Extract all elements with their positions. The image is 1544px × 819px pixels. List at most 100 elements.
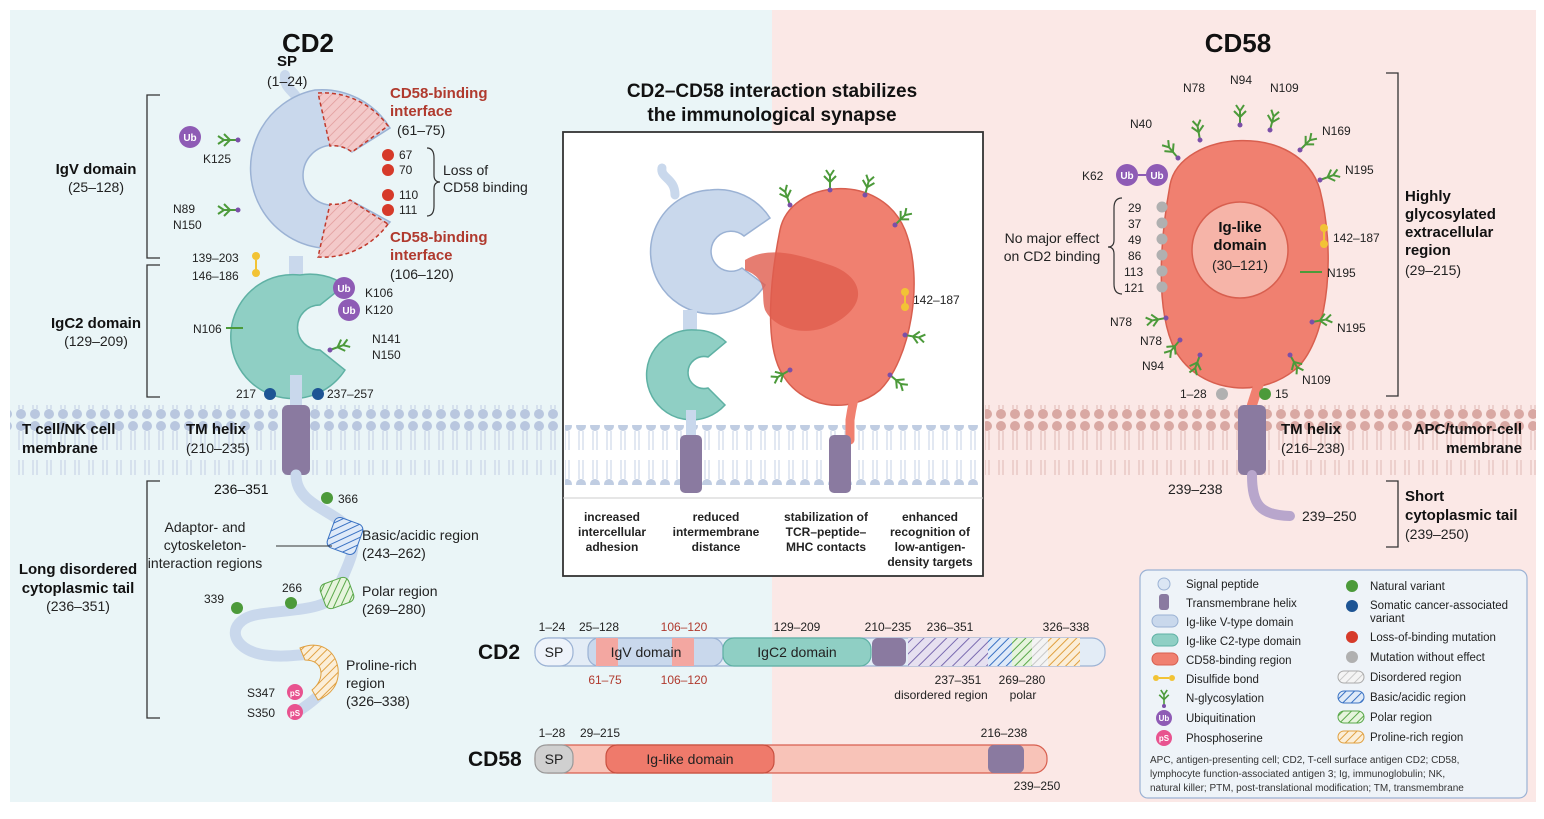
cd2-bar-basic (988, 638, 1012, 666)
proline-region-range: (326–338) (346, 693, 410, 709)
no-effect-29: 29 (1128, 201, 1142, 215)
cd58-glyco-n195-right: N195 (1327, 266, 1356, 280)
legend-binding-region: CD58-binding region (1186, 655, 1291, 667)
legend-somatic-l2: variant (1370, 613, 1405, 625)
cd58-region-l3: extracellular (1405, 224, 1494, 241)
legend-phosphoserine: Phosphoserine (1186, 733, 1263, 745)
phosphoserine-icon (287, 704, 303, 720)
ub-glyph: Ub (1120, 171, 1133, 182)
legend-panel (1139, 569, 1528, 799)
cd2-bar-disordered-label: disordered region (894, 688, 987, 702)
short-tail-l1: Short (1405, 488, 1444, 505)
effect-4-l1: enhanced (902, 510, 958, 524)
effect-2-l2: intermembrane (673, 525, 760, 539)
cd2-bar-polar-label: polar (1010, 688, 1037, 702)
cd2-variant-339: 339 (204, 592, 224, 606)
cd2-ub-k120: K120 (365, 303, 393, 317)
cd2-sp-label: SP (277, 53, 297, 70)
cd58-glyco-n169: N169 (1322, 124, 1351, 138)
cd58-ig-label-l2: domain (1213, 237, 1266, 254)
loss-mutation-dot (382, 204, 394, 216)
cd58-tail-start: 239–238 (1168, 481, 1223, 497)
legend-no-effect: Mutation without effect (1370, 652, 1486, 664)
cd2-glyco-n150: N150 (173, 218, 202, 232)
cd2-interface2-l2: interface (390, 247, 453, 264)
cd2-bar-proline (1048, 638, 1080, 666)
igv-bracket (146, 94, 160, 259)
cd2-binding-interface-1-shape (317, 92, 390, 153)
cd2-sp-range: (1–24) (267, 73, 307, 89)
center-cd58-ig-domain (745, 252, 859, 331)
legend-glycosylation: N-glycosylation (1186, 693, 1264, 705)
legend-loss-mutation: Loss-of-binding mutation (1370, 632, 1496, 644)
ub-glyph: Ub (342, 306, 355, 317)
disulfide-icon (1153, 675, 1175, 681)
binding-region-swatch (1151, 652, 1179, 666)
ub-icon (179, 126, 201, 148)
legend-igc2: Ig-like C2-type domain (1186, 636, 1301, 648)
cd2-stalk (290, 375, 302, 410)
cd58-disulfide: 142–187 (1333, 231, 1380, 245)
tail-bracket (146, 480, 160, 719)
cd2-phospho-s350: S350 (247, 706, 275, 720)
no-effect-dot (1156, 281, 1168, 293)
cd58-cytoplasmic-tail (1247, 470, 1295, 521)
legend-natural-variant: Natural variant (1370, 581, 1446, 593)
cd58-stalk (1247, 220, 1306, 410)
cd58-bar-216-238: 216–238 (981, 726, 1028, 740)
cd58-tail-end: 239–250 (1302, 508, 1357, 524)
cd2-glyco-n89: N89 (173, 202, 195, 216)
no-effect-dot (1156, 265, 1168, 277)
no-effect-dot (1156, 233, 1168, 245)
effect-3-l3: MHC contacts (786, 540, 866, 554)
no-effect-86: 86 (1128, 249, 1142, 263)
no-effect-121: 121 (1124, 281, 1144, 295)
bar-cd2-label: CD2 (478, 641, 520, 664)
legend-ubiquitination: Ubiquitination (1186, 713, 1256, 725)
cd58-no-effect-l1: No major effect (1005, 230, 1100, 246)
center-panel (562, 131, 984, 577)
cd2-igc2-range: (129–209) (64, 333, 128, 349)
cd2-bar-326-338: 326–338 (1043, 620, 1090, 634)
cd2-bar-igc2 (722, 637, 872, 667)
ub-glyph: Ub (183, 133, 196, 144)
no-effect-dot (1156, 217, 1168, 229)
legend-footnote-l3: natural killer; PTM, post-translational … (1150, 783, 1464, 794)
effect-4-l4: density targets (887, 555, 973, 569)
cd58-bar-29-215: 29–215 (580, 726, 620, 740)
cd58-bar-1-28: 1–28 (539, 726, 566, 740)
ub-icon (1156, 710, 1172, 726)
polar-region (319, 576, 355, 610)
loss-mutation-110: 110 (399, 188, 418, 202)
natural-variant-dot (231, 602, 243, 614)
basic-region-range: (243–262) (362, 545, 426, 561)
cd58-region-l1: Highly (1405, 188, 1451, 205)
cd2-long-tail-range: (236–351) (46, 598, 110, 614)
cd58-region-range: (29–215) (1405, 262, 1461, 278)
cd2-ub-k125: K125 (203, 152, 231, 166)
cd2-binding-interface-2-shape (317, 199, 390, 258)
cd2-bar-disordered (908, 638, 988, 666)
phosphoserine-icon (1156, 730, 1172, 746)
effect-2-l1: reduced (693, 510, 740, 524)
somatic-variant-dot (264, 388, 276, 400)
cd58-bar-ig (605, 744, 775, 774)
cd58-ig-like-domain (1191, 201, 1289, 299)
effect-2-l3: distance (692, 540, 741, 554)
effect-1-l3: adhesion (586, 540, 639, 554)
cd2-interface1-range: (61–75) (397, 122, 445, 138)
cd2-bar-236-351: 236–351 (927, 620, 974, 634)
adaptor-label-l2: cytoskeleton- (164, 537, 247, 553)
cd58-no-effect-l2: on CD2 binding (1004, 248, 1101, 264)
loss-mutation-67: 67 (399, 148, 413, 162)
cd2-bar-polar (1012, 638, 1032, 666)
cd2-bar-237-351: 237–351 (935, 673, 982, 687)
short-tail-bracket (1386, 480, 1399, 548)
disulfide-icon (1320, 224, 1328, 248)
cd2-interface2-range: (106–120) (390, 266, 454, 282)
cd2-bar-binding-1 (596, 638, 618, 666)
loss-mutation-dot (382, 164, 394, 176)
no-effect-dot (1216, 388, 1228, 400)
effect-3-l2: TCR–peptide– (786, 525, 867, 539)
loss-label-l1: Loss of (443, 162, 488, 178)
